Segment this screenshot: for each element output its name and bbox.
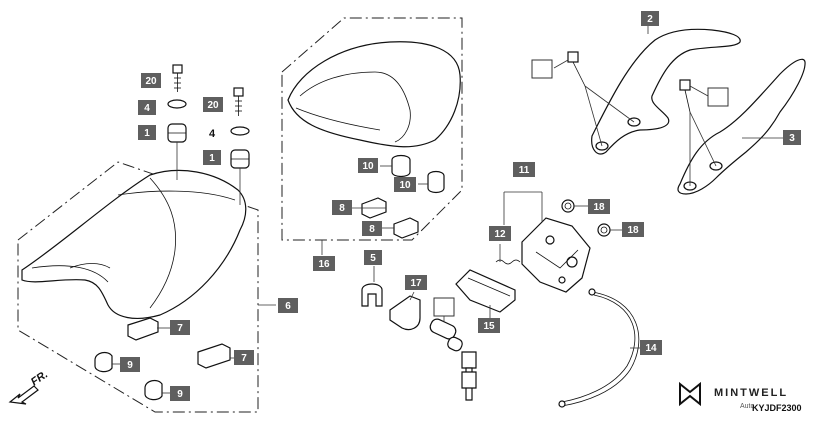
svg-text:FR.: FR. — [29, 368, 50, 388]
cushion-10-upper — [391, 154, 411, 178]
seat-catch-assembly — [521, 217, 591, 293]
label-4-right: 4 — [209, 128, 216, 140]
callout-2: 2 — [641, 11, 659, 26]
callout-empty-lock — [433, 297, 455, 317]
callout-8-upper: 8 — [332, 200, 352, 215]
svg-text:1: 1 — [209, 153, 215, 164]
callout-9-lower: 9 — [170, 386, 190, 401]
rubber-8-lower — [393, 217, 419, 239]
svg-text:17: 17 — [410, 278, 422, 289]
grab-rail-bolt-right — [679, 79, 691, 113]
svg-text:7: 7 — [241, 353, 247, 364]
seat-lock-cylinder — [429, 318, 477, 401]
svg-text:5: 5 — [370, 253, 376, 264]
callout-7-lower: 7 — [234, 350, 254, 365]
callout-16: 16 — [313, 256, 335, 271]
svg-text:8: 8 — [369, 224, 375, 235]
svg-text:16: 16 — [318, 259, 330, 270]
collar-4-right — [230, 126, 250, 136]
svg-text:7: 7 — [177, 323, 183, 334]
callout-10-upper: 10 — [358, 158, 378, 173]
grab-rail-bolt-left — [567, 51, 586, 87]
svg-text:4: 4 — [144, 103, 150, 114]
cushion-10-lower — [427, 170, 445, 194]
callout-18-upper: 18 — [588, 199, 610, 214]
rear-seat-cowl — [287, 41, 461, 148]
bolt-20-right — [233, 87, 244, 116]
callout-10-lower: 10 — [394, 177, 416, 192]
callout-8-lower: 8 — [362, 221, 382, 236]
svg-text:10: 10 — [362, 161, 374, 172]
callout-empty-right-bolt — [707, 87, 729, 107]
callout-1-left: 1 — [138, 125, 156, 140]
clip-5 — [361, 283, 383, 307]
svg-text:9: 9 — [127, 360, 133, 371]
callout-15: 15 — [478, 318, 500, 333]
svg-text:3: 3 — [789, 133, 795, 144]
rubber-7-lower — [197, 343, 231, 369]
callout-empty-left-bolt — [531, 59, 553, 79]
front-seat — [21, 169, 247, 319]
latch-bracket-15 — [455, 269, 516, 313]
callout-12: 12 — [489, 226, 511, 241]
brand-name: MINTWELL — [714, 387, 788, 399]
cushion-9-upper — [94, 351, 113, 373]
svg-text:15: 15 — [483, 321, 495, 332]
callout-11: 11 — [513, 162, 535, 177]
brand-sub: Auto — [740, 403, 755, 410]
seat-lock-cable-14 — [558, 288, 640, 408]
svg-text:12: 12 — [494, 229, 506, 240]
callout-3: 3 — [783, 130, 801, 145]
callout-6: 6 — [278, 298, 298, 313]
collar-4-left — [167, 99, 187, 109]
svg-text:20: 20 — [207, 100, 219, 111]
bolt-18-lower — [597, 223, 611, 237]
front-seat-group-outline — [17, 161, 259, 413]
diagram-code: KYJDF2300 — [752, 403, 802, 413]
rear-cowl-group-outline — [281, 17, 463, 241]
callout-7-upper: 7 — [170, 320, 190, 335]
brand-logo-icon — [679, 381, 701, 407]
callout-9-upper: 9 — [120, 357, 140, 372]
grommet-1-right — [230, 149, 250, 169]
svg-text:1: 1 — [144, 128, 150, 139]
bolt-18-upper — [561, 199, 575, 213]
rubber-7-upper — [127, 317, 159, 341]
svg-text:8: 8 — [339, 203, 345, 214]
svg-text:6: 6 — [285, 301, 291, 312]
svg-text:2: 2 — [647, 14, 653, 25]
front-direction-arrow: FR. — [8, 368, 50, 405]
grommet-1-left — [167, 123, 187, 143]
bolt-20-left — [172, 64, 183, 92]
svg-text:10: 10 — [399, 180, 411, 191]
callout-14: 14 — [640, 340, 662, 355]
callout-18-lower: 18 — [622, 222, 644, 237]
svg-text:18: 18 — [627, 225, 639, 236]
callout-20-left: 20 — [141, 73, 161, 88]
bracket-17 — [389, 295, 421, 331]
svg-text:14: 14 — [645, 343, 657, 354]
cushion-9-lower — [144, 379, 163, 401]
svg-text:20: 20 — [145, 76, 157, 87]
svg-text:11: 11 — [519, 165, 530, 176]
svg-text:18: 18 — [593, 202, 605, 213]
callout-17: 17 — [405, 275, 427, 290]
callout-20-right: 20 — [203, 97, 223, 112]
svg-text:9: 9 — [177, 389, 183, 400]
callout-1-right: 1 — [203, 150, 221, 165]
callout-4-left: 4 — [138, 100, 156, 115]
brand-logo: MINTWELL Auto KYJDF2300 — [679, 381, 802, 413]
callout-5: 5 — [364, 250, 382, 265]
